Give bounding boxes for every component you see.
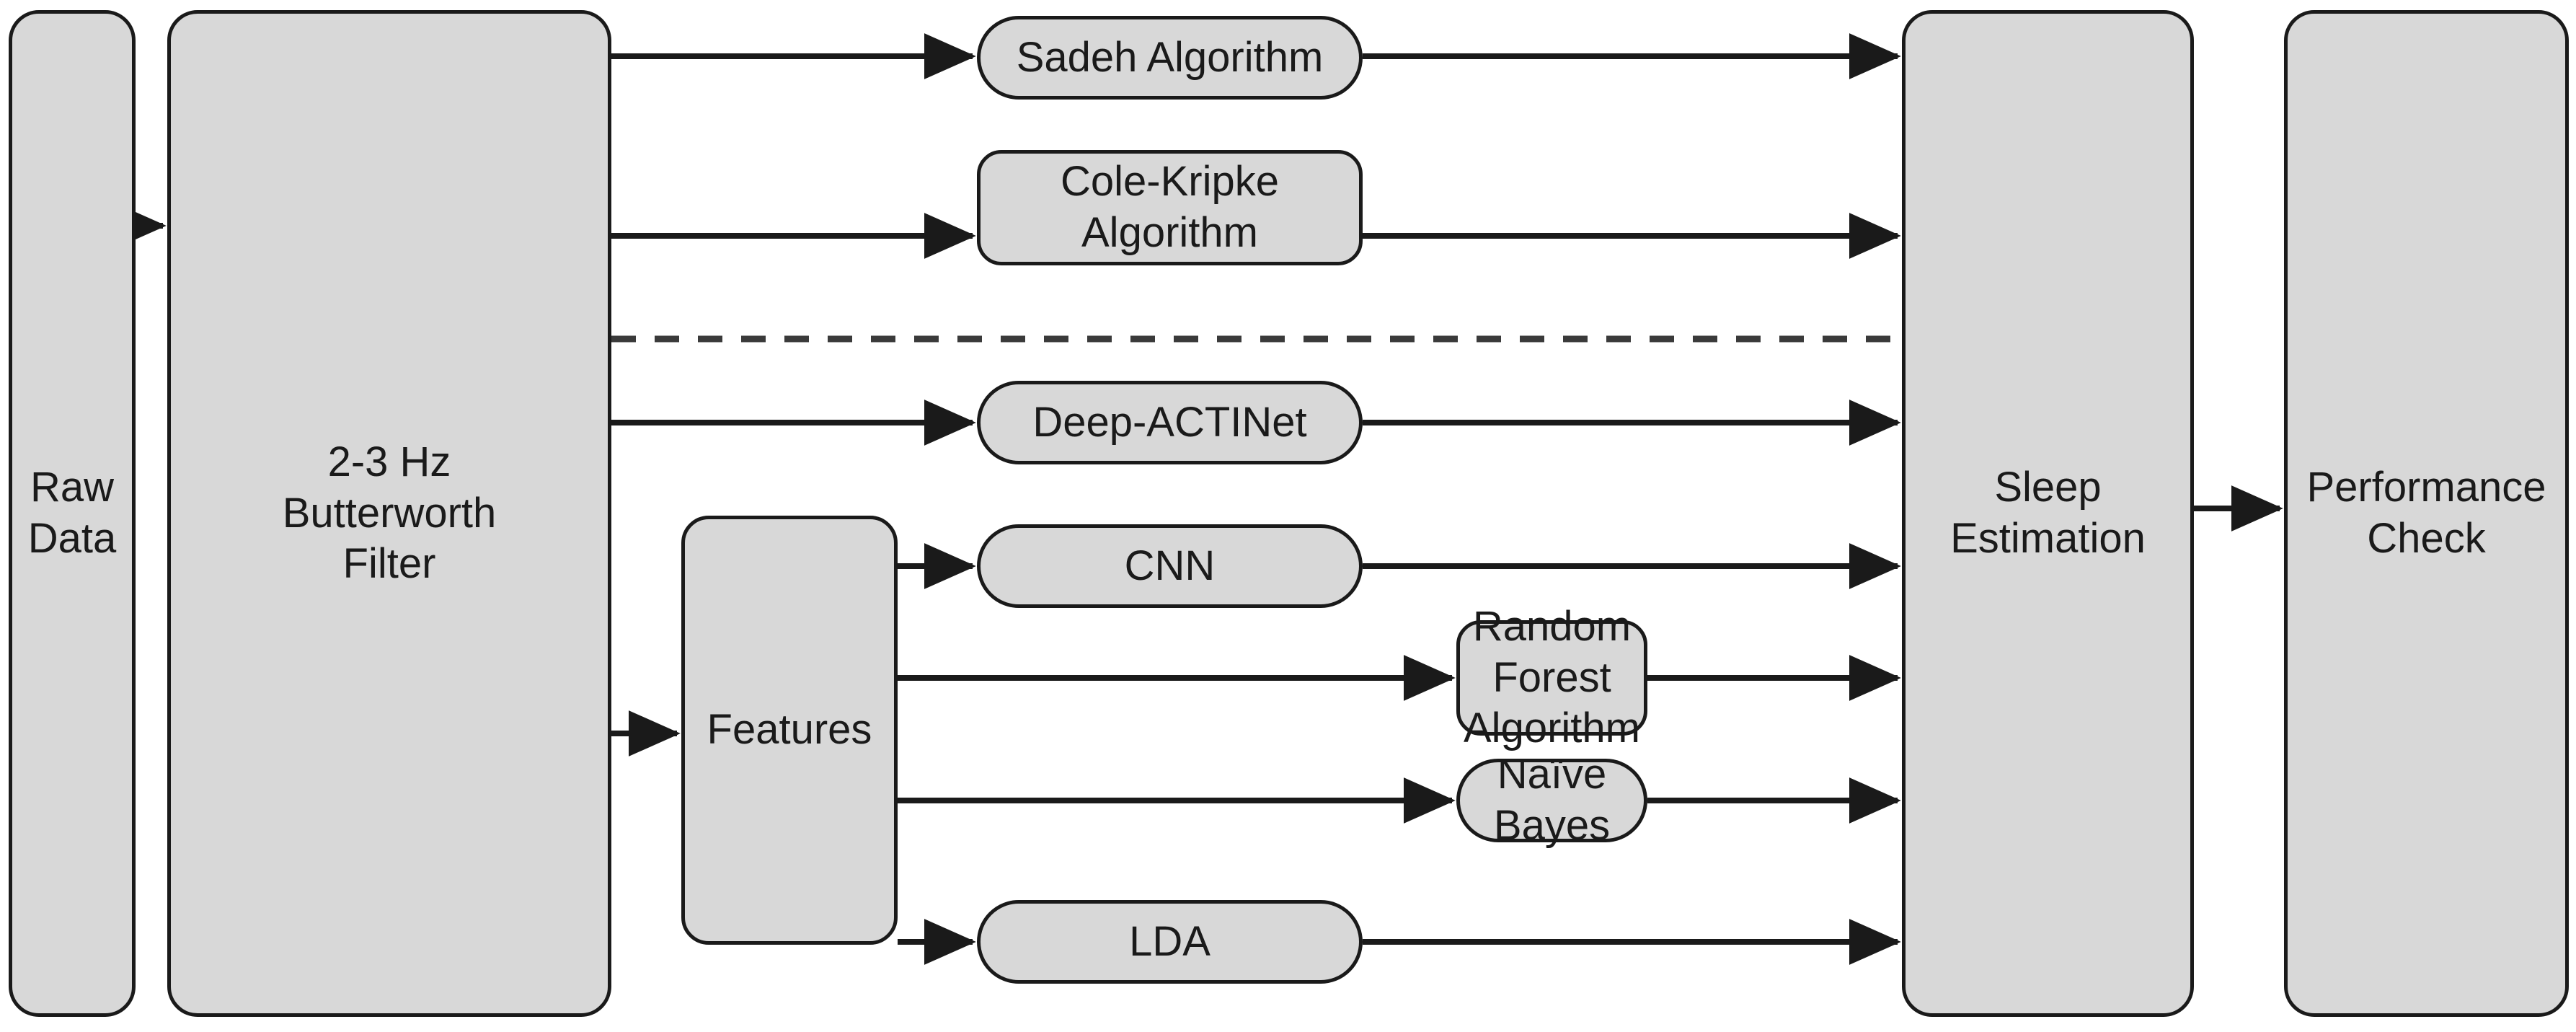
node-sadeh-algorithm[interactable]: Sadeh Algorithm	[977, 16, 1363, 100]
node-label: Raw Data	[27, 464, 117, 562]
node-label: LDA	[1129, 917, 1210, 965]
node-deep-actinet[interactable]: Deep-ACTINet	[977, 381, 1363, 464]
edges-group	[114, 33, 2283, 965]
node-raw-data[interactable]: Raw Data	[9, 10, 136, 1017]
node-label: Random Forest Algorithm	[1464, 602, 1640, 752]
node-features[interactable]: Features	[681, 516, 898, 945]
node-label: Features	[707, 706, 872, 754]
node-butterworth-filter[interactable]: 2-3 Hz Butterworth Filter	[167, 10, 611, 1017]
node-performance-check[interactable]: Performance Check	[2284, 10, 2569, 1017]
node-label: 2-3 Hz Butterworth Filter	[282, 438, 497, 588]
node-cnn[interactable]: CNN	[977, 524, 1363, 608]
node-label: Deep-ACTINet	[1032, 398, 1307, 446]
node-sleep-estimation[interactable]: Sleep Estimation	[1902, 10, 2194, 1017]
node-label: Cole-Kripke Algorithm	[1061, 158, 1279, 256]
node-cole-kripke-algorithm[interactable]: Cole-Kripke Algorithm	[977, 150, 1363, 265]
node-label: Naïve Bayes	[1493, 751, 1611, 849]
node-random-forest-algorithm[interactable]: Random Forest Algorithm	[1456, 603, 1647, 751]
node-lda[interactable]: LDA	[977, 900, 1363, 984]
node-label: Sadeh Algorithm	[1016, 33, 1324, 81]
node-label: Performance Check	[2306, 464, 2546, 562]
node-label: Sleep Estimation	[1950, 464, 2146, 562]
node-naive-bayes[interactable]: Naïve Bayes	[1456, 751, 1647, 849]
node-label: CNN	[1124, 542, 1216, 589]
